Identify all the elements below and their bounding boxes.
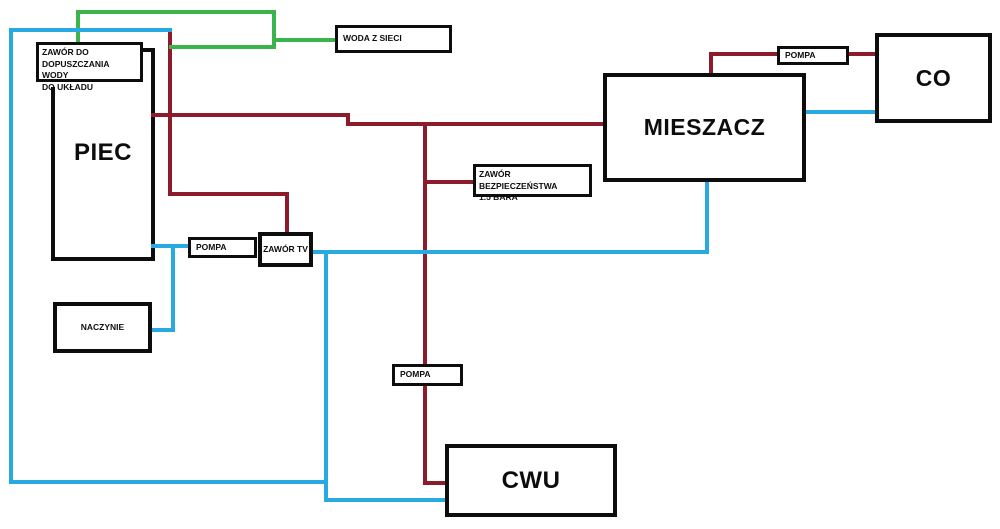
pompa-co-box: POMPA	[777, 46, 849, 65]
pompa-co-label: POMPA	[785, 49, 816, 60]
cold-zawor-tv-to-mieszacz	[311, 180, 709, 254]
co-label: CO	[915, 64, 952, 91]
fill-valve-box: ZAWÓR DO DOPUSZCZANIA WODY DO UKŁADU	[36, 42, 143, 92]
piec-outline-right-bottom	[53, 48, 155, 261]
pompa-piec-label: POMPA	[196, 241, 227, 252]
cold-left-loop	[9, 28, 326, 484]
zawor-tv-label: ZAWÓR TV	[263, 243, 308, 254]
mieszacz-box: MIESZACZ	[603, 73, 806, 182]
safety-valve-box: ZAWÓR BEZPIECZEŃSTWA 1.5 BARA	[473, 164, 592, 202]
cwu-label: CWU	[501, 466, 561, 494]
mieszacz-label: MIESZACZ	[643, 114, 766, 140]
hot-branch-to-cwu	[423, 124, 447, 485]
naczynie-label: NACZYNIE	[80, 321, 125, 332]
hot-mieszacz-to-pompa-co	[709, 52, 779, 75]
mains-fill-loop	[76, 10, 276, 49]
fill-valve-label: ZAWÓR DO DOPUSZCZANIA WODY DO UKŁADU	[42, 47, 110, 92]
piec-label: PIEC	[73, 139, 132, 166]
zawor-tv-box: ZAWÓR TV	[258, 232, 313, 267]
hot-return-to-zawor-tv	[168, 31, 289, 234]
pompa-cwu-box: POMPA	[392, 364, 463, 386]
pompa-cwu-label: POMPA	[400, 369, 431, 380]
piec-label-area: PIEC	[53, 139, 153, 167]
cold-down-to-cwu	[324, 252, 447, 502]
naczynie-box: NACZYNIE	[53, 302, 152, 353]
cwu-box: CWU	[445, 444, 617, 517]
pompa-piec-box: POMPA	[188, 237, 257, 258]
hot-piec-to-mieszacz	[151, 113, 605, 126]
water-mains-box: WODA Z SIECI	[335, 25, 452, 53]
water-mains-label: WODA Z SIECI	[343, 33, 402, 44]
co-box: CO	[875, 33, 992, 123]
cold-branch-to-naczynie	[150, 246, 175, 332]
safety-valve-label: ZAWÓR BEZPIECZEŃSTWA 1.5 BARA	[479, 169, 558, 202]
